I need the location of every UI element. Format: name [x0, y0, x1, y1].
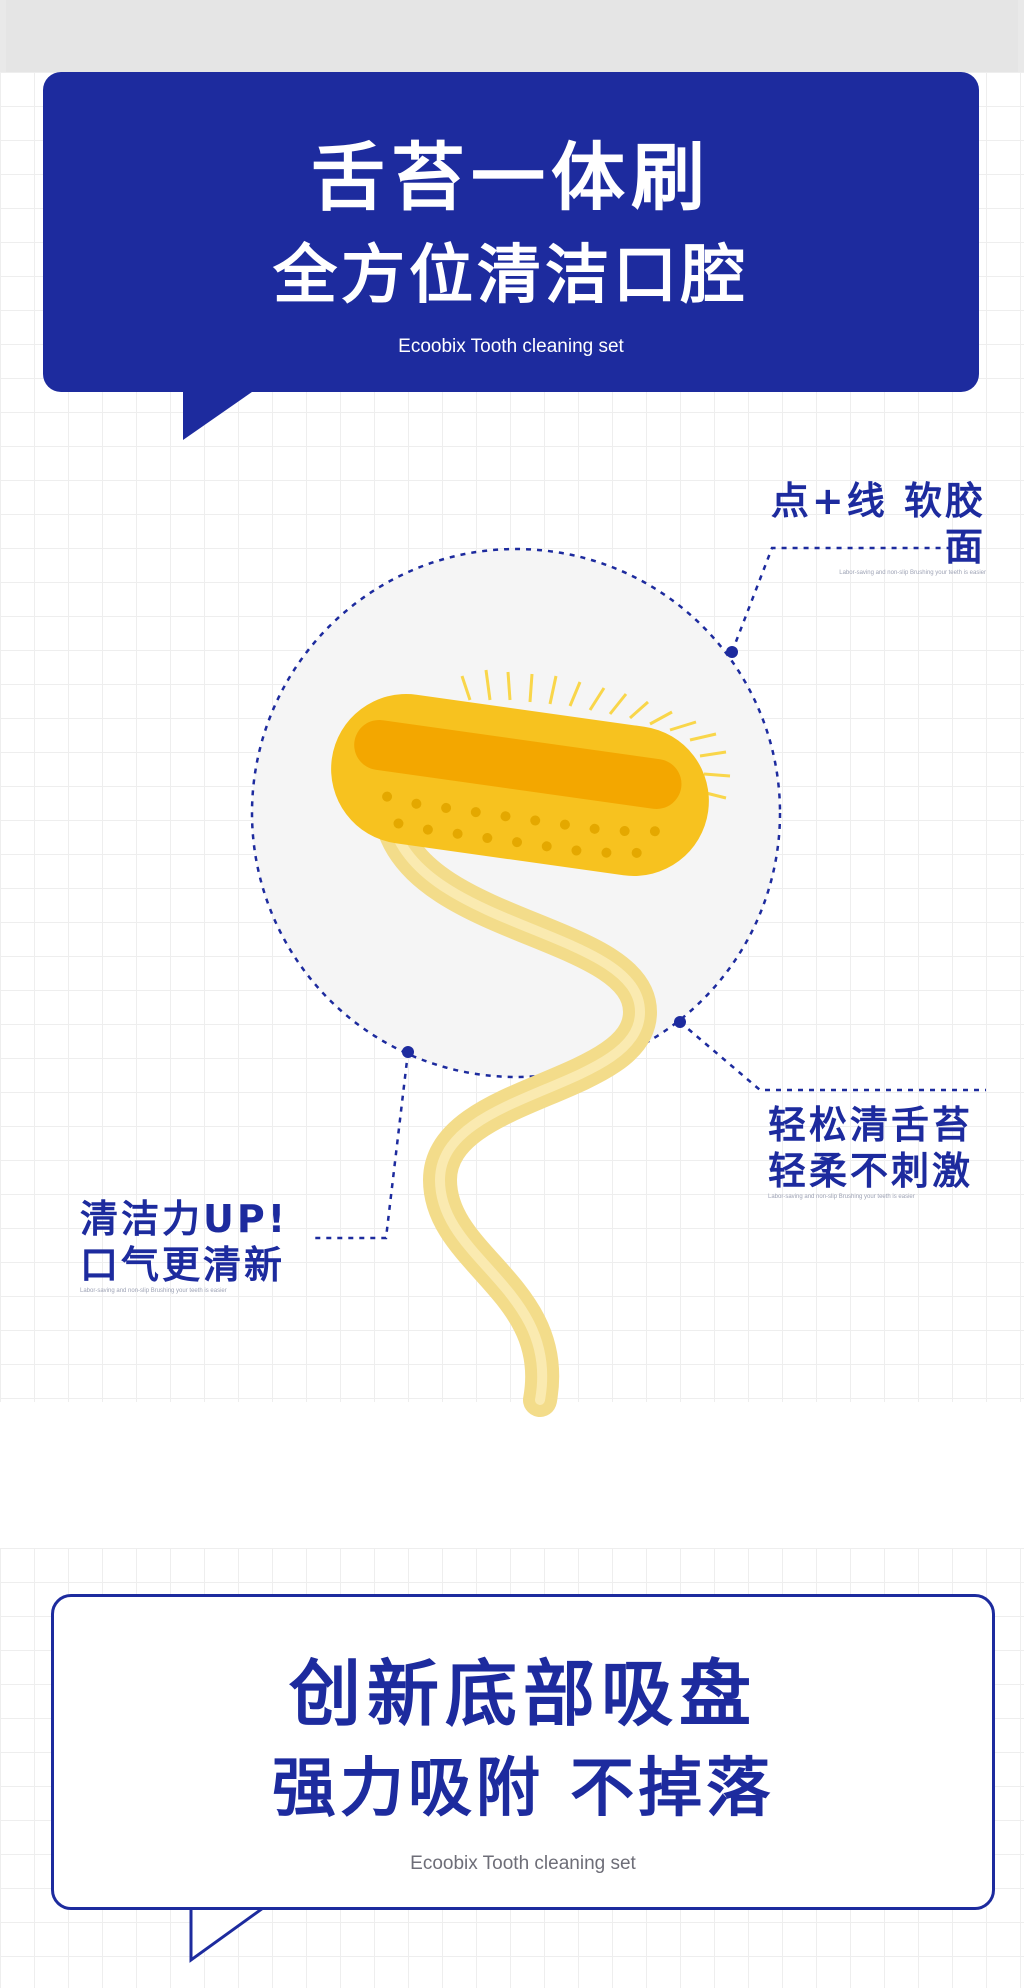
- tongue-scraper-ridge: [354, 720, 682, 809]
- header-brand-line: Ecoobix Tooth cleaning set: [398, 336, 624, 357]
- silicone-dots: [382, 791, 660, 858]
- feature-soft-surface: 点+线 软胶面 Labor-saving and non-slip Brushi…: [730, 478, 986, 576]
- suction-title: 创新底部吸盘: [288, 1652, 757, 1736]
- feature-fresh-breath: 清洁力UP! 口气更清新 Labor-saving and non-slip B…: [80, 1196, 340, 1294]
- feature-2-fine-print: Labor-saving and non-slip Brushing your …: [768, 1194, 915, 1200]
- dotted-circle-outline: [250, 547, 782, 1079]
- top-gray-bar: [0, 0, 1024, 72]
- leader-dot-2: [674, 1016, 686, 1028]
- leader-line-1: [730, 546, 976, 653]
- feature-2-line-1: 轻松清舌苔: [768, 1103, 974, 1147]
- feature-3-fine-print: Labor-saving and non-slip Brushing your …: [80, 1288, 227, 1294]
- feature-2-line-2: 轻柔不刺激: [768, 1149, 974, 1193]
- leader-dot-3: [402, 1046, 414, 1058]
- feature-1-fine-print: Labor-saving and non-slip Brushing your …: [839, 570, 986, 576]
- leader-line-3: [312, 1051, 410, 1240]
- feature-tongue-clean: 轻松清舌苔 轻柔不刺激 Labor-saving and non-slip Br…: [768, 1102, 998, 1200]
- feature-3-line-1: 清洁力UP!: [80, 1197, 289, 1241]
- leader-dot-1: [726, 646, 738, 658]
- suction-brand-line: Ecoobix Tooth cleaning set: [410, 1853, 636, 1874]
- feature-1-line-1: 点+线 软胶面: [770, 479, 986, 569]
- suction-subtitle: 强力吸附 不掉落: [271, 1752, 775, 1826]
- leader-line-2: [679, 1021, 986, 1092]
- speech-tail-top: [183, 385, 262, 440]
- feature-3-line-2: 口气更清新: [80, 1243, 286, 1287]
- suction-base-banner: 创新底部吸盘 强力吸附 不掉落 Ecoobix Tooth cleaning s…: [51, 1594, 995, 1910]
- header-banner: 舌苔一体刷 全方位清洁口腔 Ecoobix Tooth cleaning set: [43, 72, 979, 392]
- header-title: 舌苔一体刷: [311, 135, 711, 221]
- header-subtitle: 全方位清洁口腔: [273, 239, 749, 313]
